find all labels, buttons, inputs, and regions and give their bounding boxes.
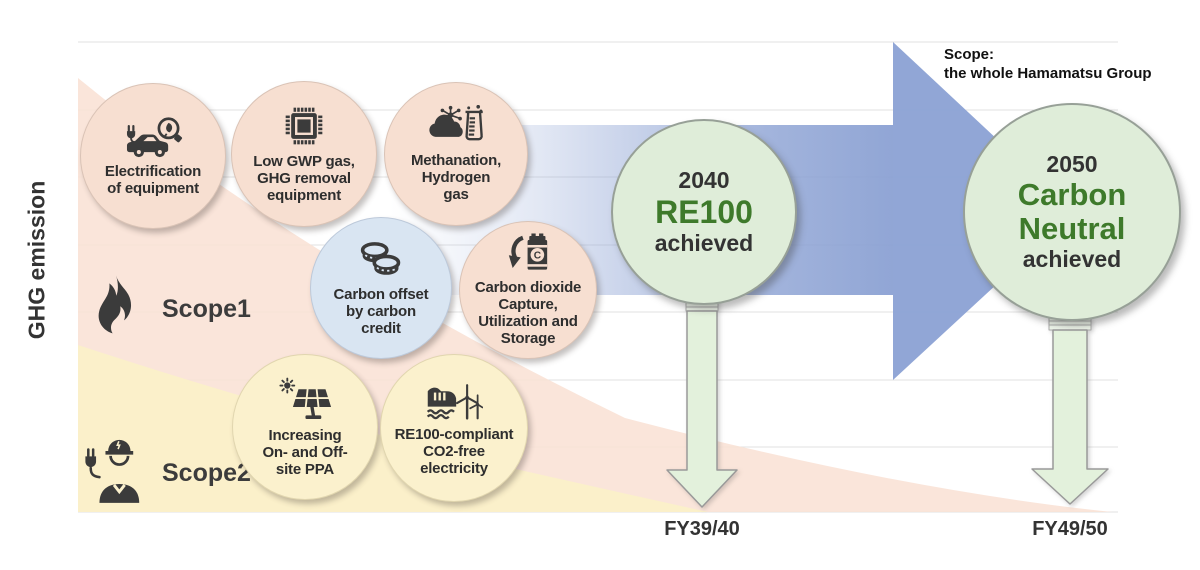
electrician-icon: [82, 430, 146, 504]
cloud-molecule-beaker-icon: [427, 105, 485, 147]
milestone-status: achieved: [1022, 246, 1122, 272]
measure-carbon-offset: Carbon offset by carbon credit: [310, 217, 452, 359]
scope-note-line2: the whole Hamamatsu Group: [944, 65, 1152, 82]
measure-label: Electrification of equipment: [104, 162, 202, 197]
scope2-label: Scope2: [162, 459, 251, 487]
milestone-arrow-2040: [666, 310, 738, 508]
semiconductor-chip-icon: [282, 104, 326, 148]
solar-panel-icon: [278, 377, 332, 422]
scope1-label: Scope1: [162, 295, 251, 323]
milestone-year: 2050: [1046, 151, 1098, 177]
svg-text:C: C: [534, 251, 542, 262]
co2-barrel-capture-icon: C: [505, 233, 551, 274]
measure-ccus: C Carbon dioxide Capture, Utilization an…: [459, 221, 597, 359]
measure-label: Carbon dioxide Capture, Utilization and …: [474, 279, 582, 347]
milestone-title: Carbon Neutral: [1017, 177, 1127, 246]
milestone-2050-carbon-neutral: 2050 Carbon Neutral achieved: [963, 103, 1181, 321]
measure-ppa: Increasing On- and Off- site PPA: [232, 354, 378, 500]
measure-electrification: Electrification of equipment: [80, 83, 226, 229]
milestone-status: achieved: [654, 230, 754, 256]
measure-label: RE100-compliant CO2-free electricity: [394, 426, 514, 477]
measure-label: Increasing On- and Off- site PPA: [262, 426, 348, 478]
scope-note-line1: Scope:: [944, 46, 995, 63]
measure-label: Carbon offset by carbon credit: [333, 286, 429, 337]
y-axis-label: GHG emission: [23, 180, 50, 340]
scope-note: Scope: the whole Hamamatsu Group: [944, 45, 1152, 83]
measure-methanation: Methanation, Hydrogen gas: [384, 82, 528, 226]
measure-low-gwp: Low GWP gas, GHG removal equipment: [231, 81, 377, 227]
flame-icon: [92, 273, 138, 343]
scope2-emission-band: [78, 345, 708, 512]
coins-icon: [355, 239, 407, 281]
milestone-2040-re100: 2040 RE100 achieved: [611, 119, 797, 305]
milestone-year: 2040: [678, 167, 730, 193]
measure-label: Low GWP gas, GHG removal equipment: [253, 153, 355, 204]
electric-car-icon: [121, 116, 185, 158]
x-tick-fy49-50: FY49/50: [1032, 518, 1108, 540]
milestone-arrow-2050: [1031, 329, 1109, 505]
x-tick-fy39-40: FY39/40: [664, 518, 740, 540]
milestone-title: RE100: [655, 194, 753, 230]
measure-re100-electricity: RE100-compliant CO2-free electricity: [380, 354, 528, 502]
measure-label: Methanation, Hydrogen gas: [410, 152, 502, 203]
hydro-wind-icon: [425, 379, 483, 421]
